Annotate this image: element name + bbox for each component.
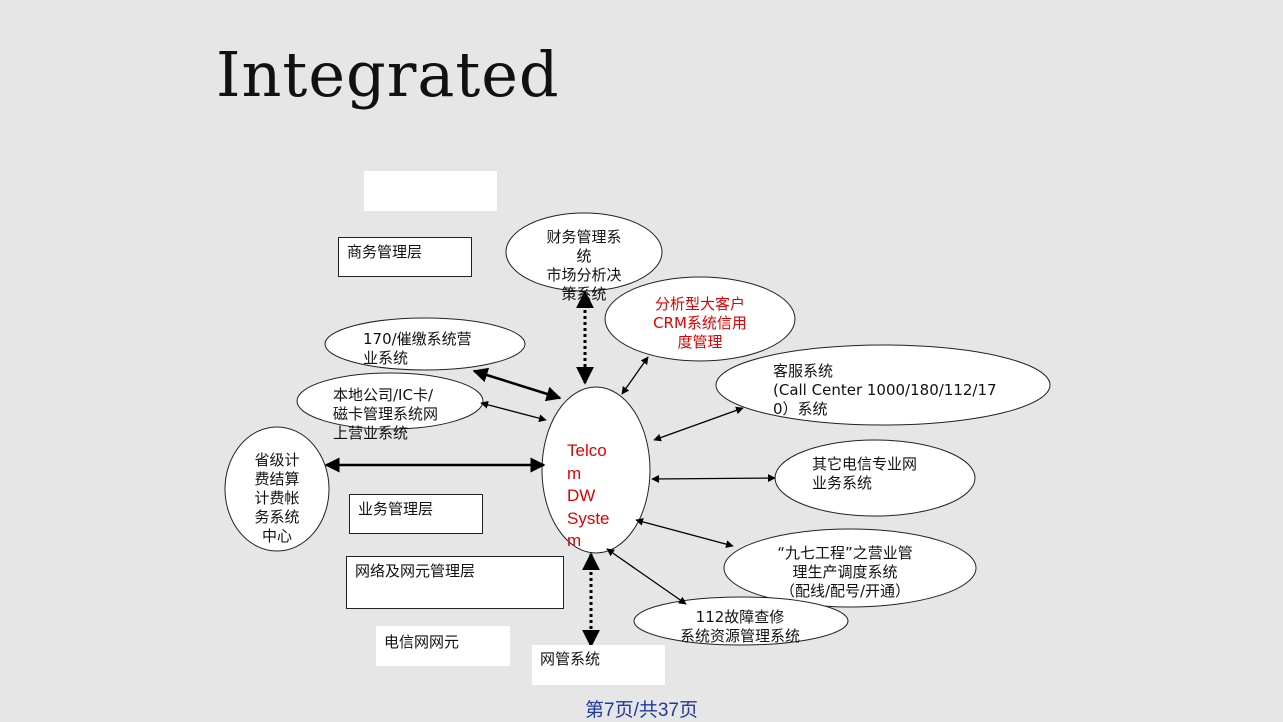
local-connector xyxy=(480,401,547,422)
callcenter-ellipse xyxy=(715,344,1051,426)
network-layer-box: 网络及网元管理层 xyxy=(346,556,564,609)
billing170-ellipse xyxy=(324,317,526,371)
center-dw-label: Telco m DW Syste m xyxy=(567,441,610,550)
other-node-label: 其它电信专业网 业务系统 xyxy=(812,455,918,492)
crm-connector xyxy=(621,356,649,395)
fault112-ellipse xyxy=(633,596,849,646)
finance-node-label: 财务管理系 统 市场分析决 策系统 xyxy=(546,228,622,303)
fault112-connector xyxy=(606,548,687,605)
crm-ellipse xyxy=(604,276,796,362)
blank-placeholder-box xyxy=(364,171,497,211)
province-ellipse xyxy=(224,426,330,552)
slide-title: Integrated xyxy=(216,38,560,111)
billing170-node-label: 170/催缴系统营 业系统 xyxy=(363,330,472,367)
callcenter-connector xyxy=(653,406,744,442)
other-connector xyxy=(651,474,776,483)
project97-ellipse xyxy=(723,528,977,608)
nms-box: 网管系统 xyxy=(532,645,665,685)
crm-node-label: 分析型大客户 CRM系统信用 度管理 xyxy=(653,294,747,351)
project97-connector xyxy=(635,518,734,548)
business-layer-box: 商务管理层 xyxy=(338,237,472,277)
local-node-label: 本地公司/IC卡/ 磁卡管理系统网 上营业系统 xyxy=(333,385,439,442)
province-node-label: 省级计 费结算 计费帐 务系统 中心 xyxy=(254,450,300,545)
billing170-connector xyxy=(472,367,562,402)
operation-layer-box: 业务管理层 xyxy=(349,494,483,534)
project97-node-label: “九七工程”之营业管 理生产调度系统 （配线/配号/开通） xyxy=(777,543,913,600)
page-number-footer: 第7页/共37页 xyxy=(585,700,698,721)
telecom-element-box: 电信网网元 xyxy=(376,626,510,666)
fault112-node-label: 112故障查修 系统资源管理系统 xyxy=(679,608,800,645)
callcenter-node-label: 客服系统 (Call Center 1000/180/112/17 0）系统 xyxy=(773,361,997,418)
